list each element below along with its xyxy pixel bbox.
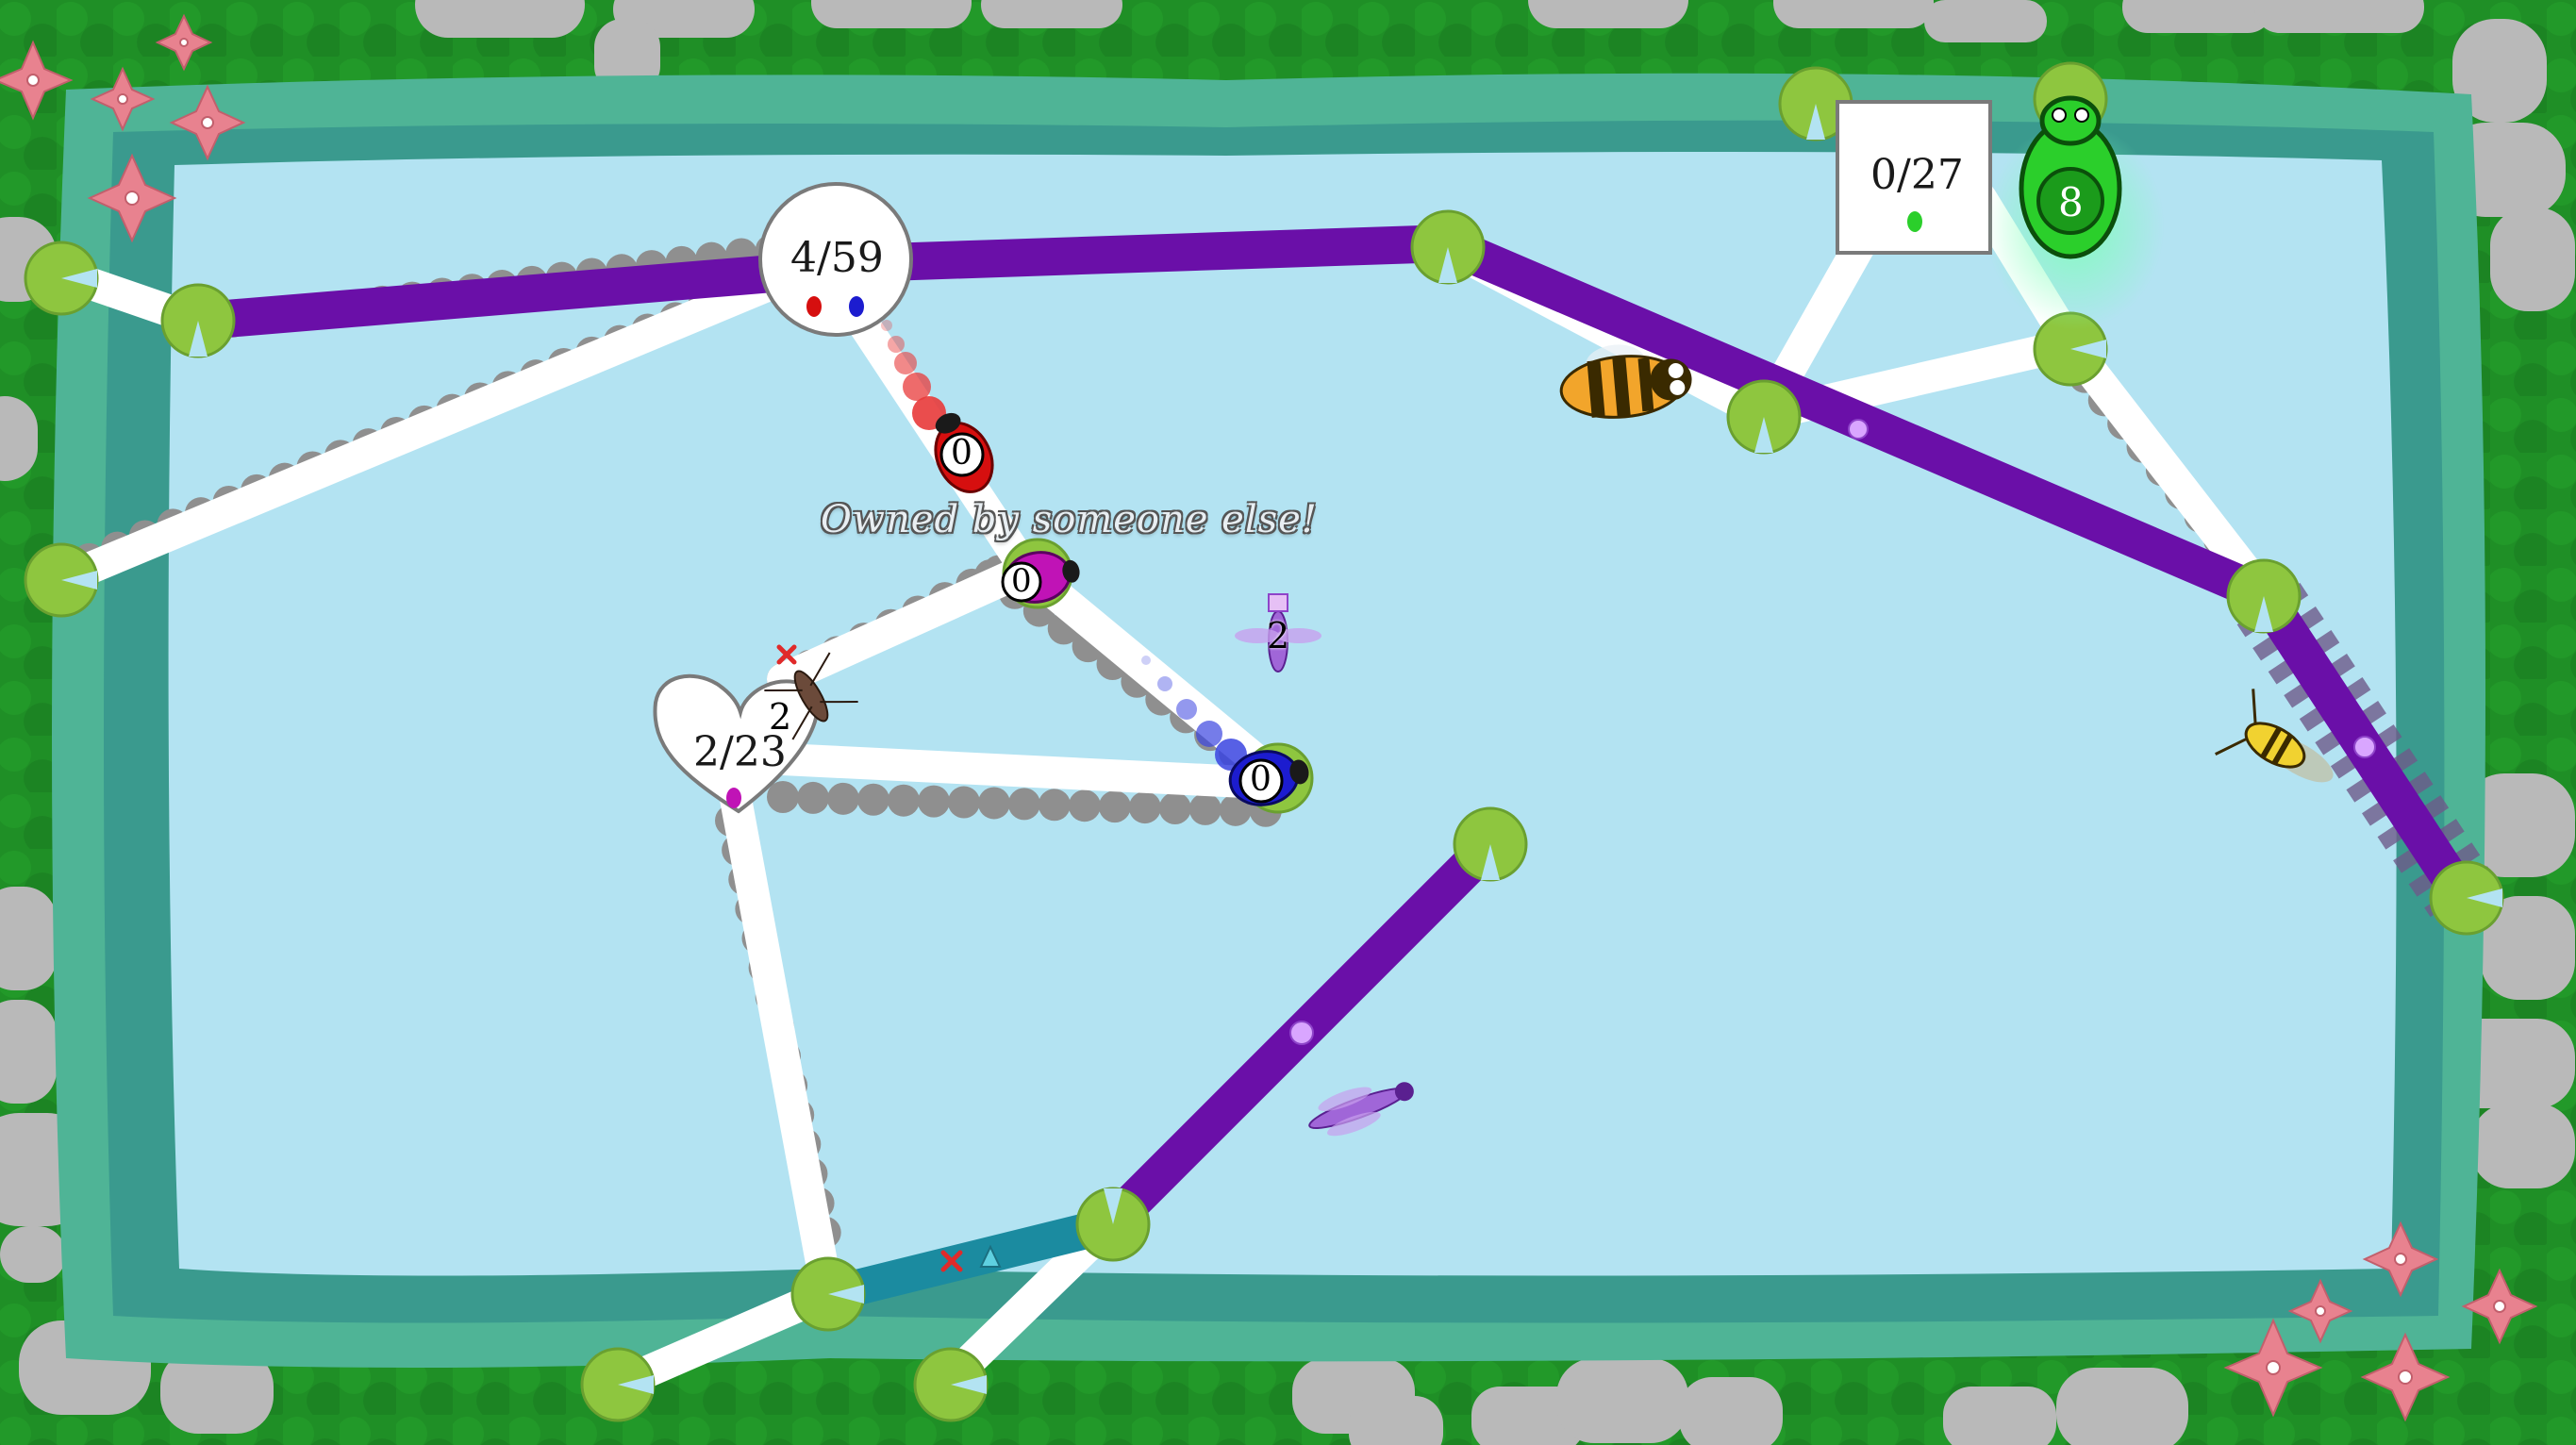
lily-pad xyxy=(913,1347,989,1422)
green-unit-count: 8 xyxy=(2058,179,2084,225)
lily-pad xyxy=(1726,379,1802,455)
paths-free[interactable] xyxy=(45,182,2280,1403)
hub-circle-pips xyxy=(806,296,864,317)
hub-circle[interactable] xyxy=(758,182,913,337)
lily-pad xyxy=(2429,860,2504,936)
unit-badges xyxy=(939,432,1284,804)
green-unit-badge xyxy=(2036,167,2104,235)
wasp xyxy=(2215,689,2334,783)
path-flower-markers xyxy=(1289,419,2376,1045)
teal-arrow-marker xyxy=(979,1244,1002,1268)
blue-unit-count: 0 xyxy=(1250,760,1271,799)
lily-pad xyxy=(2226,558,2302,634)
hub-heart-count: 2/23 xyxy=(693,728,787,776)
dragonfly xyxy=(1308,1082,1414,1137)
path-owned-teal[interactable] xyxy=(825,1206,1118,1312)
lily-pads[interactable] xyxy=(24,61,2504,1422)
lily-pad xyxy=(24,241,99,316)
dragonfly-unit-count: 2 xyxy=(1267,615,1290,656)
hub-square-count: 0/27 xyxy=(1870,151,1964,199)
red-unit-count: 0 xyxy=(951,434,972,473)
lily-pad xyxy=(1410,209,1486,285)
hub-circle-count: 4/59 xyxy=(790,234,884,282)
flowers-decoration xyxy=(0,13,2538,1422)
magenta-unit-count: 0 xyxy=(1011,562,1032,600)
mosquito xyxy=(764,652,858,740)
paths-owned-purple[interactable] xyxy=(201,224,2478,1236)
mosquito-unit-count: 2 xyxy=(769,696,792,738)
hub-heart-pip xyxy=(726,788,741,808)
lily-pad xyxy=(1075,1187,1151,1262)
blocked-x-markers xyxy=(776,644,963,1272)
lily-pad xyxy=(160,283,236,358)
lily-pad xyxy=(790,1256,866,1332)
lily-pad xyxy=(1453,806,1528,882)
hub-square-pip xyxy=(1907,211,1922,232)
small-dragonfly xyxy=(1235,593,1321,673)
lily-pad xyxy=(2033,311,2108,387)
blue-trail xyxy=(1141,656,1247,771)
ownership-warning: Owned by someone else! xyxy=(821,498,1318,541)
lily-pad xyxy=(24,542,99,618)
lily-pad xyxy=(580,1347,656,1422)
bee xyxy=(1559,344,1692,419)
